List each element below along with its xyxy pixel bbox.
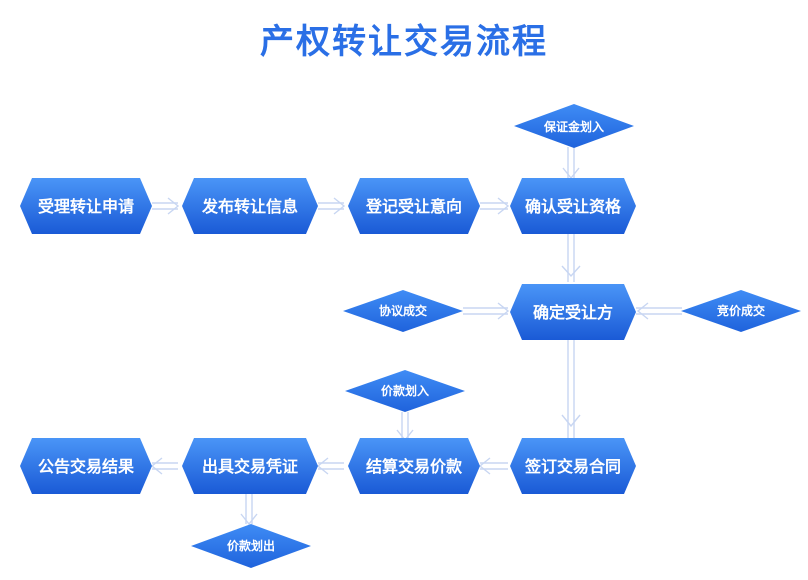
- node-confirm-qualification-label: 确认受让资格: [525, 197, 622, 216]
- diamond-payment-in-label: 价款划入: [381, 383, 429, 398]
- connector-voucher-announce: [150, 457, 178, 475]
- node-publish: 发布转让信息: [182, 178, 318, 234]
- connector-settle-voucher: [316, 457, 344, 475]
- node-announce-label: 公告交易结果: [38, 457, 134, 476]
- node-register: 登记受让意向: [348, 178, 480, 234]
- diamond-payment-in: 价款划入: [345, 370, 465, 412]
- diamond-payment-out-label: 价款划出: [227, 538, 275, 553]
- page-title: 产权转让交易流程: [260, 22, 548, 62]
- connectors: [150, 147, 682, 526]
- connector-bidding-determine: [636, 302, 682, 320]
- node-apply-label: 受理转让申请: [38, 197, 134, 216]
- node-apply: 受理转让申请: [20, 178, 152, 234]
- diamond-deposit-in: 保证金划入: [514, 104, 634, 148]
- connector-voucher-paymentout: [240, 494, 258, 526]
- connector-contract-settle: [478, 457, 508, 475]
- connector-paymentin-settle: [396, 412, 414, 442]
- node-voucher: 出具交易凭证: [182, 438, 318, 494]
- diamond-agreement-deal-label: 协议成交: [379, 303, 427, 318]
- connector-deposit-confirm: [562, 147, 580, 180]
- node-settle-label: 结算交易价款: [365, 457, 463, 476]
- connector-register-confirm: [480, 197, 510, 215]
- node-publish-label: 发布转让信息: [201, 197, 298, 216]
- diamond-deposit-in-label: 保证金划入: [543, 119, 604, 134]
- connector-determine-contract: [561, 340, 581, 440]
- node-voucher-label: 出具交易凭证: [202, 457, 298, 476]
- node-announce: 公告交易结果: [20, 438, 152, 494]
- diamond-payment-out: 价款划出: [191, 524, 311, 568]
- diamond-bidding-deal: 竞价成交: [681, 290, 801, 332]
- node-contract: 签订交易合同: [510, 438, 636, 494]
- diamond-agreement-deal: 协议成交: [343, 290, 463, 332]
- connector-confirm-determine: [561, 234, 581, 282]
- diamond-bidding-deal-label: 竞价成交: [717, 303, 765, 318]
- node-contract-label: 签订交易合同: [524, 457, 621, 476]
- node-confirm-qualification: 确认受让资格: [510, 178, 636, 234]
- connector-apply-publish: [152, 197, 180, 215]
- node-determine-buyer: 确定受让方: [510, 284, 636, 340]
- node-register-label: 登记受让意向: [365, 197, 462, 216]
- node-settle: 结算交易价款: [348, 438, 480, 494]
- connector-publish-register: [318, 197, 346, 215]
- connector-agreement-determine: [463, 302, 510, 320]
- node-determine-buyer-label: 确定受让方: [533, 303, 613, 322]
